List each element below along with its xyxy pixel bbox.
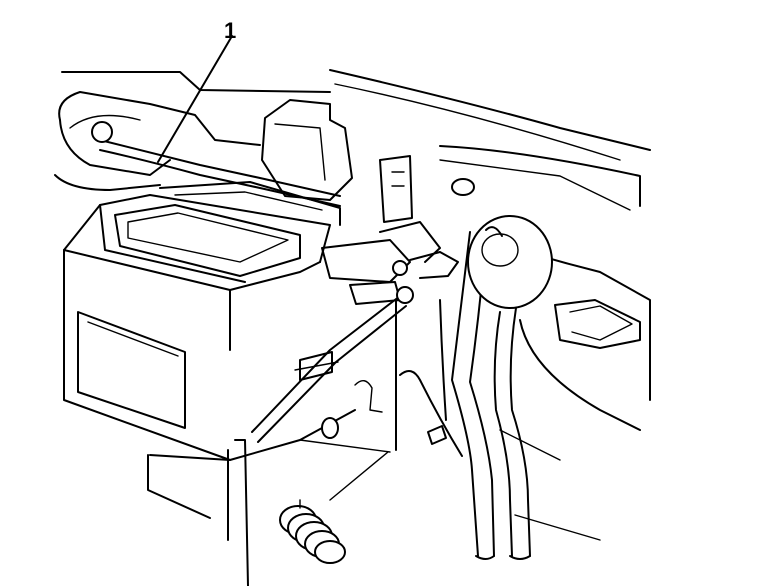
vacuum-reservoir	[467, 215, 553, 309]
cowl-outline	[61, 69, 651, 211]
wire-with-clip	[399, 370, 463, 457]
frame-lines	[149, 299, 397, 461]
callout-1: 1	[157, 18, 236, 163]
heater-hoses	[439, 231, 531, 560]
hvac-module	[63, 181, 356, 461]
lower-support	[147, 295, 407, 586]
upper-duct	[54, 91, 261, 191]
mounting-bracket	[261, 99, 413, 223]
grommet	[451, 178, 475, 196]
drain-boot	[279, 451, 389, 564]
actuator-linkage	[321, 221, 459, 439]
callout-1-label: 1	[224, 18, 236, 43]
vacuum-hose	[91, 121, 341, 207]
